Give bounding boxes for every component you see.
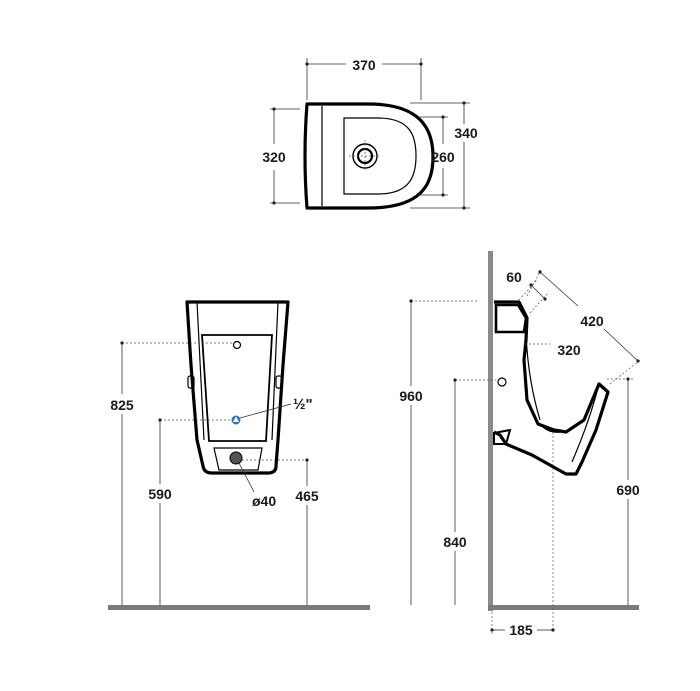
side-view: 960 840 690 60 420 320 185	[399, 251, 641, 638]
dim-top-bowl-depth: 260	[431, 149, 455, 165]
dim-front-outlet-diameter: ø40	[252, 493, 276, 509]
side-view-outline	[493, 300, 610, 476]
dim-front-inlet-height: 590	[148, 486, 172, 502]
front-floor	[108, 605, 370, 610]
side-wall	[488, 251, 493, 611]
dim-front-inlet-size: ½"	[293, 396, 313, 413]
dim-side-projection: 420	[580, 313, 604, 329]
front-view: 825 590 465 ½" ø40	[108, 300, 370, 610]
dim-side-bowl-depth: 320	[557, 342, 581, 358]
dim-top-width: 370	[352, 57, 376, 73]
front-top-inlet	[232, 340, 242, 350]
dim-front-total-height: 825	[110, 397, 134, 413]
top-view-outline	[303, 102, 435, 210]
front-outlet-icon	[229, 451, 243, 465]
top-view-bowl	[343, 117, 417, 195]
dim-top-depth-left: 320	[262, 149, 286, 165]
dim-side-inlet-height: 840	[443, 534, 467, 550]
dim-side-total-height: 960	[399, 388, 423, 404]
top-view: 370 320 340 260	[262, 57, 478, 210]
front-view-bowl	[201, 334, 273, 442]
dim-side-rim-height: 690	[616, 482, 640, 498]
dim-side-inlet-depth: 60	[506, 269, 522, 285]
dim-side-outlet-offset: 185	[509, 622, 533, 638]
dim-top-depth-right: 340	[454, 125, 478, 141]
front-view-trap	[213, 447, 263, 471]
side-floor	[488, 605, 639, 610]
front-view-outline	[185, 300, 290, 475]
dim-front-outlet-height: 465	[295, 488, 319, 504]
